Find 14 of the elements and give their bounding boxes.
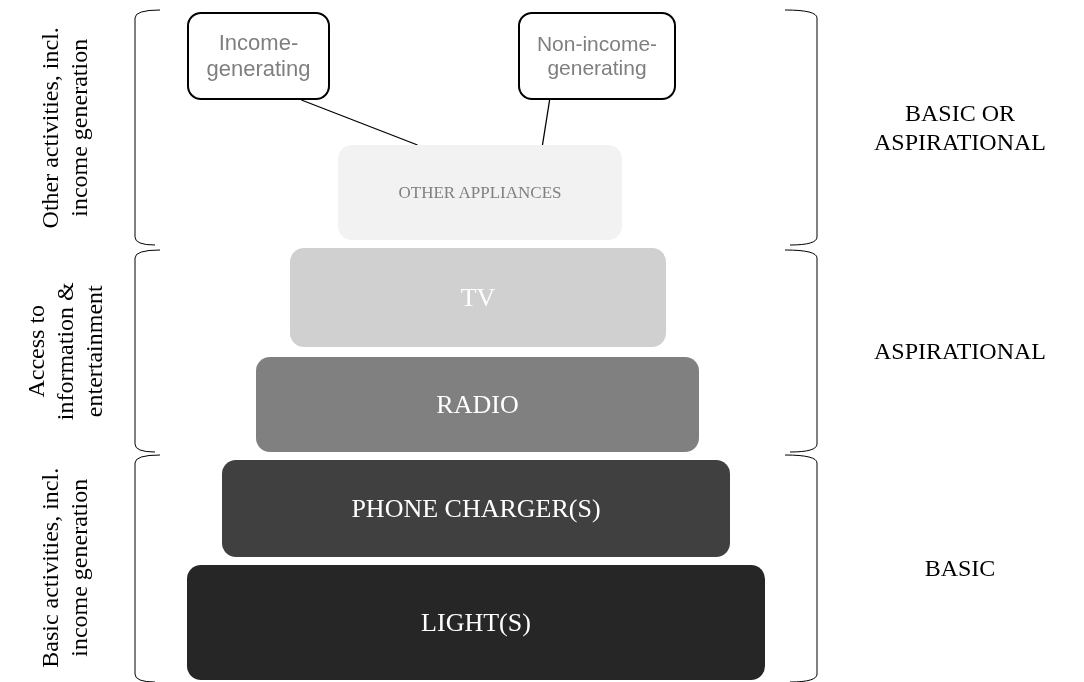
callout-box: Income-generating: [187, 12, 330, 100]
pyramid-tier: OTHER APPLIANCES: [338, 145, 622, 240]
level-label: BASIC: [923, 553, 997, 583]
connector-line: [300, 99, 419, 146]
pyramid-tier: RADIO: [256, 357, 699, 452]
side-category-label: Access to information & entertainment: [21, 281, 108, 423]
pyramid-tier: LIGHT(S): [187, 565, 765, 680]
side-category-label: Other activities, incl. income generation: [36, 26, 93, 231]
connector-line: [541, 99, 551, 146]
side-category-label: Basic activities, incl. income generation: [36, 466, 93, 670]
level-label: BASIC OR ASPIRATIONAL: [873, 99, 1047, 157]
pyramid-tier: PHONE CHARGER(S): [222, 460, 730, 557]
callout-box: Non-income-generating: [518, 12, 676, 100]
level-label: ASPIRATIONAL: [873, 336, 1047, 366]
